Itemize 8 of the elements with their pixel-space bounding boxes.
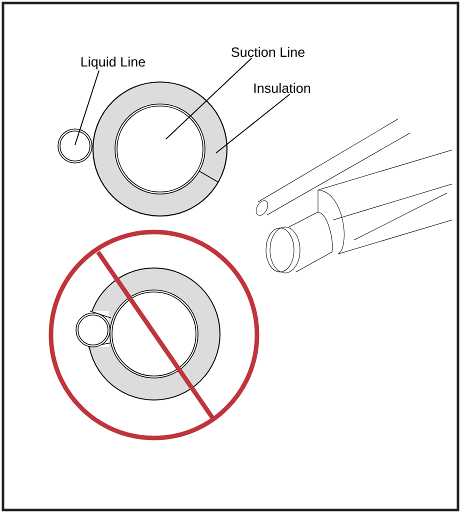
label-text: Liquid Line	[81, 56, 146, 70]
leader-line	[166, 58, 252, 140]
label-text: Suction Line	[231, 47, 305, 57]
leader-line	[216, 94, 290, 154]
suction-pipe	[114, 104, 206, 194]
leader-line	[74, 70, 100, 146]
label-text: Insulation	[254, 83, 310, 93]
liquid-pipe	[58, 128, 92, 164]
